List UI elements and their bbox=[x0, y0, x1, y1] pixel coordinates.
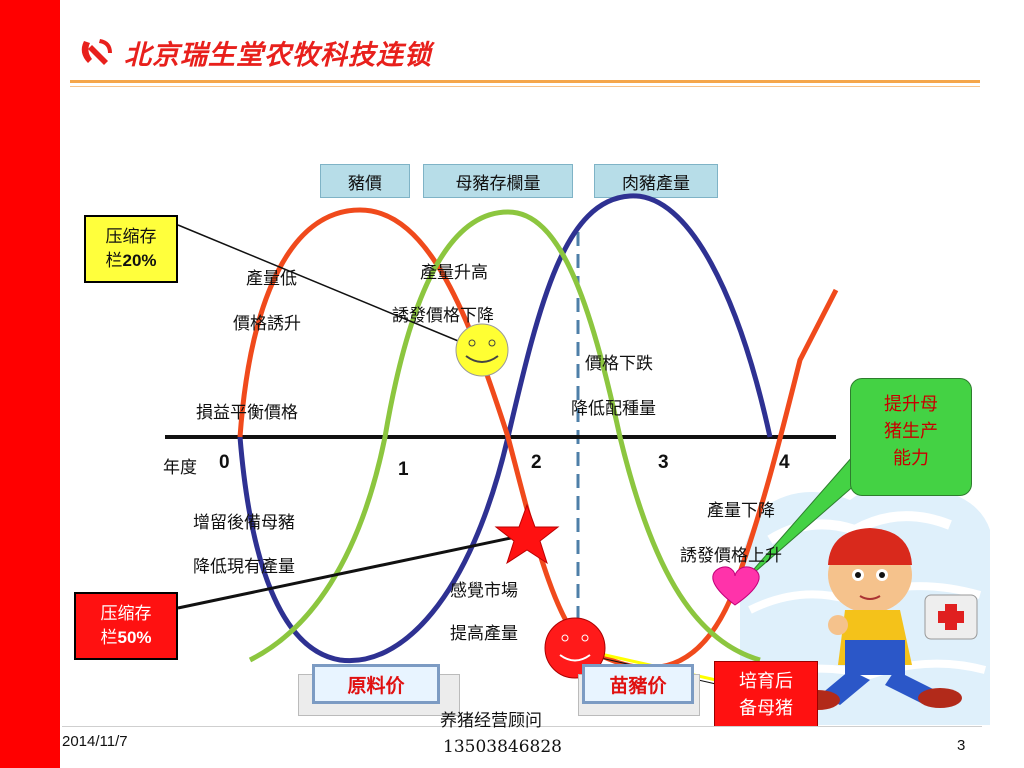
brand-title: 北京瑞生堂农牧科技连锁 bbox=[124, 39, 432, 71]
header-rule-thin bbox=[70, 86, 980, 87]
label-reduce-sows: 降低現有產量 bbox=[193, 557, 295, 577]
label-output-up: 產量升高 bbox=[420, 263, 488, 283]
axis-tick-2: 2 bbox=[531, 452, 542, 473]
callout-compress-20: 压缩存 栏20% bbox=[84, 215, 178, 283]
label-price-fall: 價格下跌 bbox=[585, 354, 653, 374]
left-red-bar bbox=[0, 0, 60, 768]
label-breakeven: 損益平衡價格 bbox=[196, 403, 298, 423]
callout-compress-50: 压缩存 栏50% bbox=[74, 592, 178, 660]
axis-tick-1: 1 bbox=[398, 459, 409, 480]
callout-improve-line1: 提升母 bbox=[884, 394, 938, 415]
connector-line-20 bbox=[177, 224, 481, 351]
callout-compress-20-line1: 压缩存 bbox=[105, 227, 157, 247]
callout-improve-line2: 猪生产 bbox=[884, 421, 938, 442]
smiley-red-icon bbox=[544, 617, 606, 679]
raw-price-label: 原料价 bbox=[347, 674, 405, 697]
axis-tick-4: 4 bbox=[779, 452, 790, 473]
brand-header: 北京瑞生堂农牧科技连锁 bbox=[78, 32, 432, 72]
footer-advisor: 养猪经营顾问 bbox=[440, 711, 542, 731]
footer-rule bbox=[62, 726, 982, 727]
callout-compress-50-line2: 栏50% bbox=[100, 628, 152, 648]
brand-logo-icon bbox=[81, 39, 112, 65]
header-sow-inventory: 母豬存欄量 bbox=[423, 164, 573, 198]
header-rule bbox=[70, 80, 980, 83]
raw-price-button[interactable]: 原料价 bbox=[312, 664, 440, 704]
label-keep-sows: 增留後備母豬 bbox=[193, 513, 295, 533]
header-hog-output: 肉豬產量 bbox=[594, 164, 718, 198]
label-trigger-up: 誘發價格上升 bbox=[680, 546, 782, 566]
callout-compress-50-line1: 压缩存 bbox=[100, 604, 152, 624]
footer-phone: 13503846828 bbox=[443, 737, 562, 757]
callout-cultivate-line2: 备母猪 bbox=[739, 698, 793, 719]
axis-year-label: 年度 bbox=[163, 458, 197, 478]
heart-icon bbox=[712, 566, 760, 606]
footer-page-number: 3 bbox=[957, 737, 966, 754]
label-price-up: 價格誘升 bbox=[233, 314, 301, 334]
green-curve bbox=[248, 209, 761, 663]
connector-line-50 bbox=[177, 533, 526, 610]
label-reduce-breeding: 降低配種量 bbox=[571, 399, 656, 419]
cartoon-doctor-icon bbox=[796, 528, 978, 710]
star-icon bbox=[494, 503, 560, 565]
label-trigger-down: 誘發價格下降 bbox=[392, 306, 494, 326]
footer-date: 2014/11/7 bbox=[62, 733, 128, 750]
piglet-price-button[interactable]: 苗豬价 bbox=[582, 664, 694, 704]
smiley-yellow-icon bbox=[455, 323, 509, 377]
label-raise-output: 提高產量 bbox=[450, 624, 518, 644]
callout-improve-sow: 提升母 猪生产 能力 bbox=[850, 378, 972, 496]
callout-compress-20-line2: 栏20% bbox=[105, 251, 157, 271]
label-low-output: 產量低 bbox=[246, 269, 297, 289]
callout-cultivate-line1: 培育后 bbox=[739, 671, 793, 692]
axis-tick-3: 3 bbox=[658, 452, 669, 473]
callout-improve-line3: 能力 bbox=[893, 448, 929, 469]
piglet-price-label: 苗豬价 bbox=[609, 674, 667, 697]
axis-tick-0: 0 bbox=[219, 452, 230, 473]
callout-cultivate-sows: 培育后 备母猪 bbox=[714, 661, 818, 727]
header-pig-price: 豬價 bbox=[320, 164, 410, 198]
label-output-down: 產量下降 bbox=[707, 501, 775, 521]
label-sense-market: 感覺市場 bbox=[450, 581, 518, 601]
